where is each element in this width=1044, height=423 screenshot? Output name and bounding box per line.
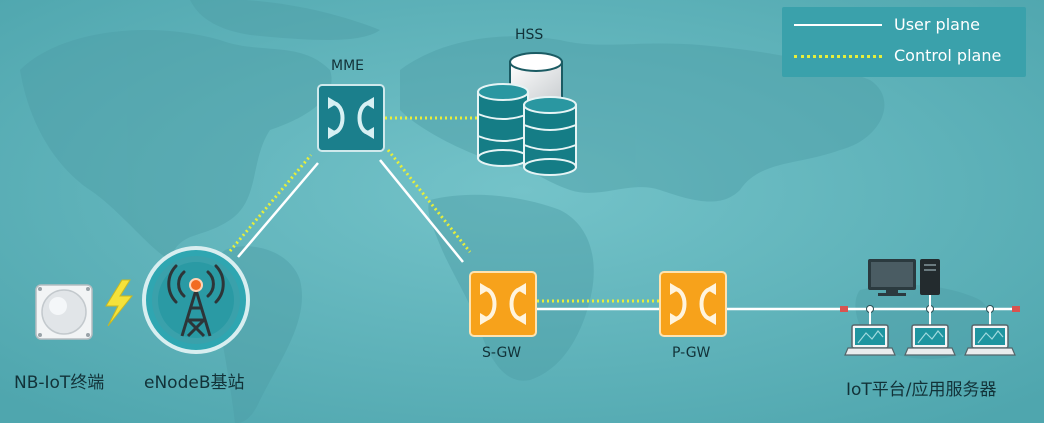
- sensor-device-icon: [35, 284, 93, 340]
- switch-router-icon: [659, 271, 727, 337]
- radio-tower-icon: [142, 246, 250, 354]
- legend-item-control-plane: Control plane: [794, 44, 1022, 68]
- links: [228, 116, 1018, 311]
- platform-label: IoT平台/应用服务器: [846, 380, 997, 400]
- legend: User plane Control plane: [782, 7, 1026, 77]
- switch-router-icon: [317, 84, 385, 152]
- switch-router-icon: [469, 271, 537, 337]
- platform-bus: [840, 292, 1020, 325]
- legend-swatch-solid: [794, 24, 882, 26]
- pgw-label: P-GW: [672, 345, 711, 361]
- enodeb-label: eNodeB基站: [144, 373, 245, 393]
- mme-label: MME: [331, 58, 365, 74]
- link-mme-sgw-control: [386, 149, 472, 253]
- laptop-icon: [964, 324, 1016, 356]
- legend-item-user-plane: User plane: [794, 13, 1022, 37]
- sgw-label: S-GW: [482, 345, 522, 361]
- legend-swatch-dotted: [794, 55, 882, 58]
- desktop-server-icon: [868, 259, 940, 296]
- link-enodeb-mme-control: [228, 154, 313, 252]
- database-stack-icon: [477, 52, 577, 176]
- laptop-icon: [904, 324, 956, 356]
- hss-label: HSS: [515, 27, 544, 43]
- bus-terminator-left: [840, 306, 848, 312]
- lightning-icon: [105, 279, 134, 327]
- legend-label-control-plane: Control plane: [894, 46, 1002, 65]
- link-mme-sgw-user: [379, 159, 464, 263]
- link-enodeb-mme-user: [237, 162, 319, 258]
- bus-terminator-right: [1012, 306, 1020, 312]
- legend-label-user-plane: User plane: [894, 15, 980, 34]
- device-label: NB-IoT终端: [14, 373, 105, 393]
- laptop-icon: [844, 324, 896, 356]
